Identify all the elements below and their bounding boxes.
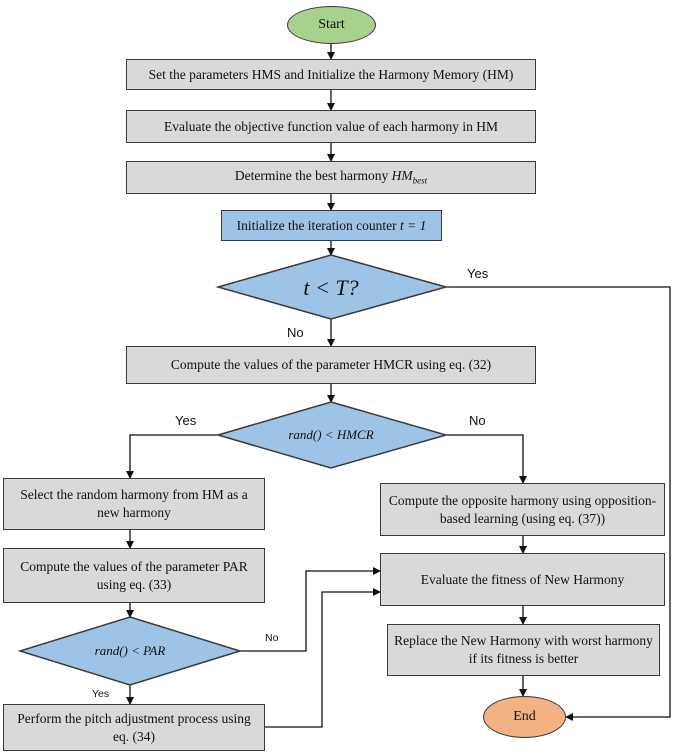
decision-t-text: t < T?	[303, 275, 359, 300]
start-terminal: Start	[287, 6, 376, 44]
set-parameters-step: Set the parameters HMS and Initialize th…	[126, 59, 536, 90]
evaluate-fitness-step: Evaluate the fitness of New Harmony	[380, 553, 665, 606]
cond-hmcr-no-label: No	[469, 413, 486, 428]
arrow-cond-par-no-to-fitness	[240, 567, 381, 652]
hm-best-symbol: HMbest	[391, 168, 428, 186]
compute-hmcr-text: Compute the values of the parameter HMCR…	[170, 357, 492, 373]
arrow-pitch-to-fitness	[265, 588, 381, 728]
end-terminal: End	[483, 696, 566, 738]
decision-par-label: rand() < PAR	[55, 640, 205, 662]
evaluate-objective-step: Evaluate the objective function value of…	[126, 110, 536, 143]
evaluate-objective-text: Evaluate the objective function value of…	[163, 118, 498, 134]
compute-par-text: Compute the values of the parameter PAR …	[20, 558, 248, 592]
select-random-step: Select the random harmony from HM as a n…	[3, 478, 265, 530]
hm-symbol: HM	[391, 168, 413, 184]
compute-par-step: Compute the values of the parameter PAR …	[3, 548, 265, 603]
pitch-adjustment-step: Perform the pitch adjustment process usi…	[3, 704, 265, 751]
init-counter-expression: t = 1	[400, 217, 427, 233]
init-counter-text: Initialize the iteration counter t = 1	[237, 217, 427, 235]
decision-rand-par	[17, 616, 243, 686]
init-counter-prefix: Initialize the iteration counter	[236, 217, 397, 233]
compute-hmcr-step: Compute the values of the parameter HMCR…	[126, 346, 536, 384]
decision-t-label: t < T?	[260, 272, 402, 304]
decision-hmcr-text: rand() < HMCR	[288, 427, 374, 442]
best-subscript: best	[412, 176, 428, 186]
set-parameters-text: Set the parameters HMS and Initialize th…	[148, 66, 514, 82]
determine-best-text: Determine the best harmony HMbest	[235, 167, 427, 187]
arrow-cond-t-yes-to-end	[446, 286, 671, 721]
cond-t-no-label: No	[287, 325, 304, 340]
compute-opposite-text: Compute the opposite harmony using oppos…	[388, 492, 657, 526]
replace-harmony-step: Replace the New Harmony with worst harmo…	[387, 624, 660, 676]
select-random-text: Select the random harmony from HM as a n…	[20, 487, 248, 520]
init-counter-step: Initialize the iteration counter t = 1	[221, 210, 442, 241]
end-label: End	[513, 709, 536, 724]
cond-t-yes-label: Yes	[467, 266, 489, 281]
decision-t-less-than-T	[215, 254, 449, 320]
cond-hmcr-yes-label: Yes	[175, 413, 197, 428]
decision-par-text: rand() < PAR	[94, 643, 166, 658]
evaluate-fitness-text: Evaluate the fitness of New Harmony	[420, 571, 625, 587]
start-label: Start	[318, 17, 345, 32]
compute-opposite-step: Compute the opposite harmony using oppos…	[380, 483, 665, 536]
cond-par-yes-label: Yes	[92, 688, 110, 700]
decision-hmcr-label: rand() < HMCR	[250, 424, 412, 446]
decision-rand-hmcr	[215, 401, 449, 469]
replace-harmony-text: Replace the New Harmony with worst harmo…	[394, 633, 653, 666]
pitch-adjustment-text: Perform the pitch adjustment process usi…	[17, 710, 251, 744]
arrow-cond-hmcr-yes	[126, 434, 218, 479]
determine-best-prefix: Determine the best harmony	[234, 168, 389, 184]
cond-par-no-label: No	[265, 632, 279, 644]
determine-best-step: Determine the best harmony HMbest	[126, 161, 536, 194]
arrow-cond-hmcr-no	[446, 434, 527, 484]
